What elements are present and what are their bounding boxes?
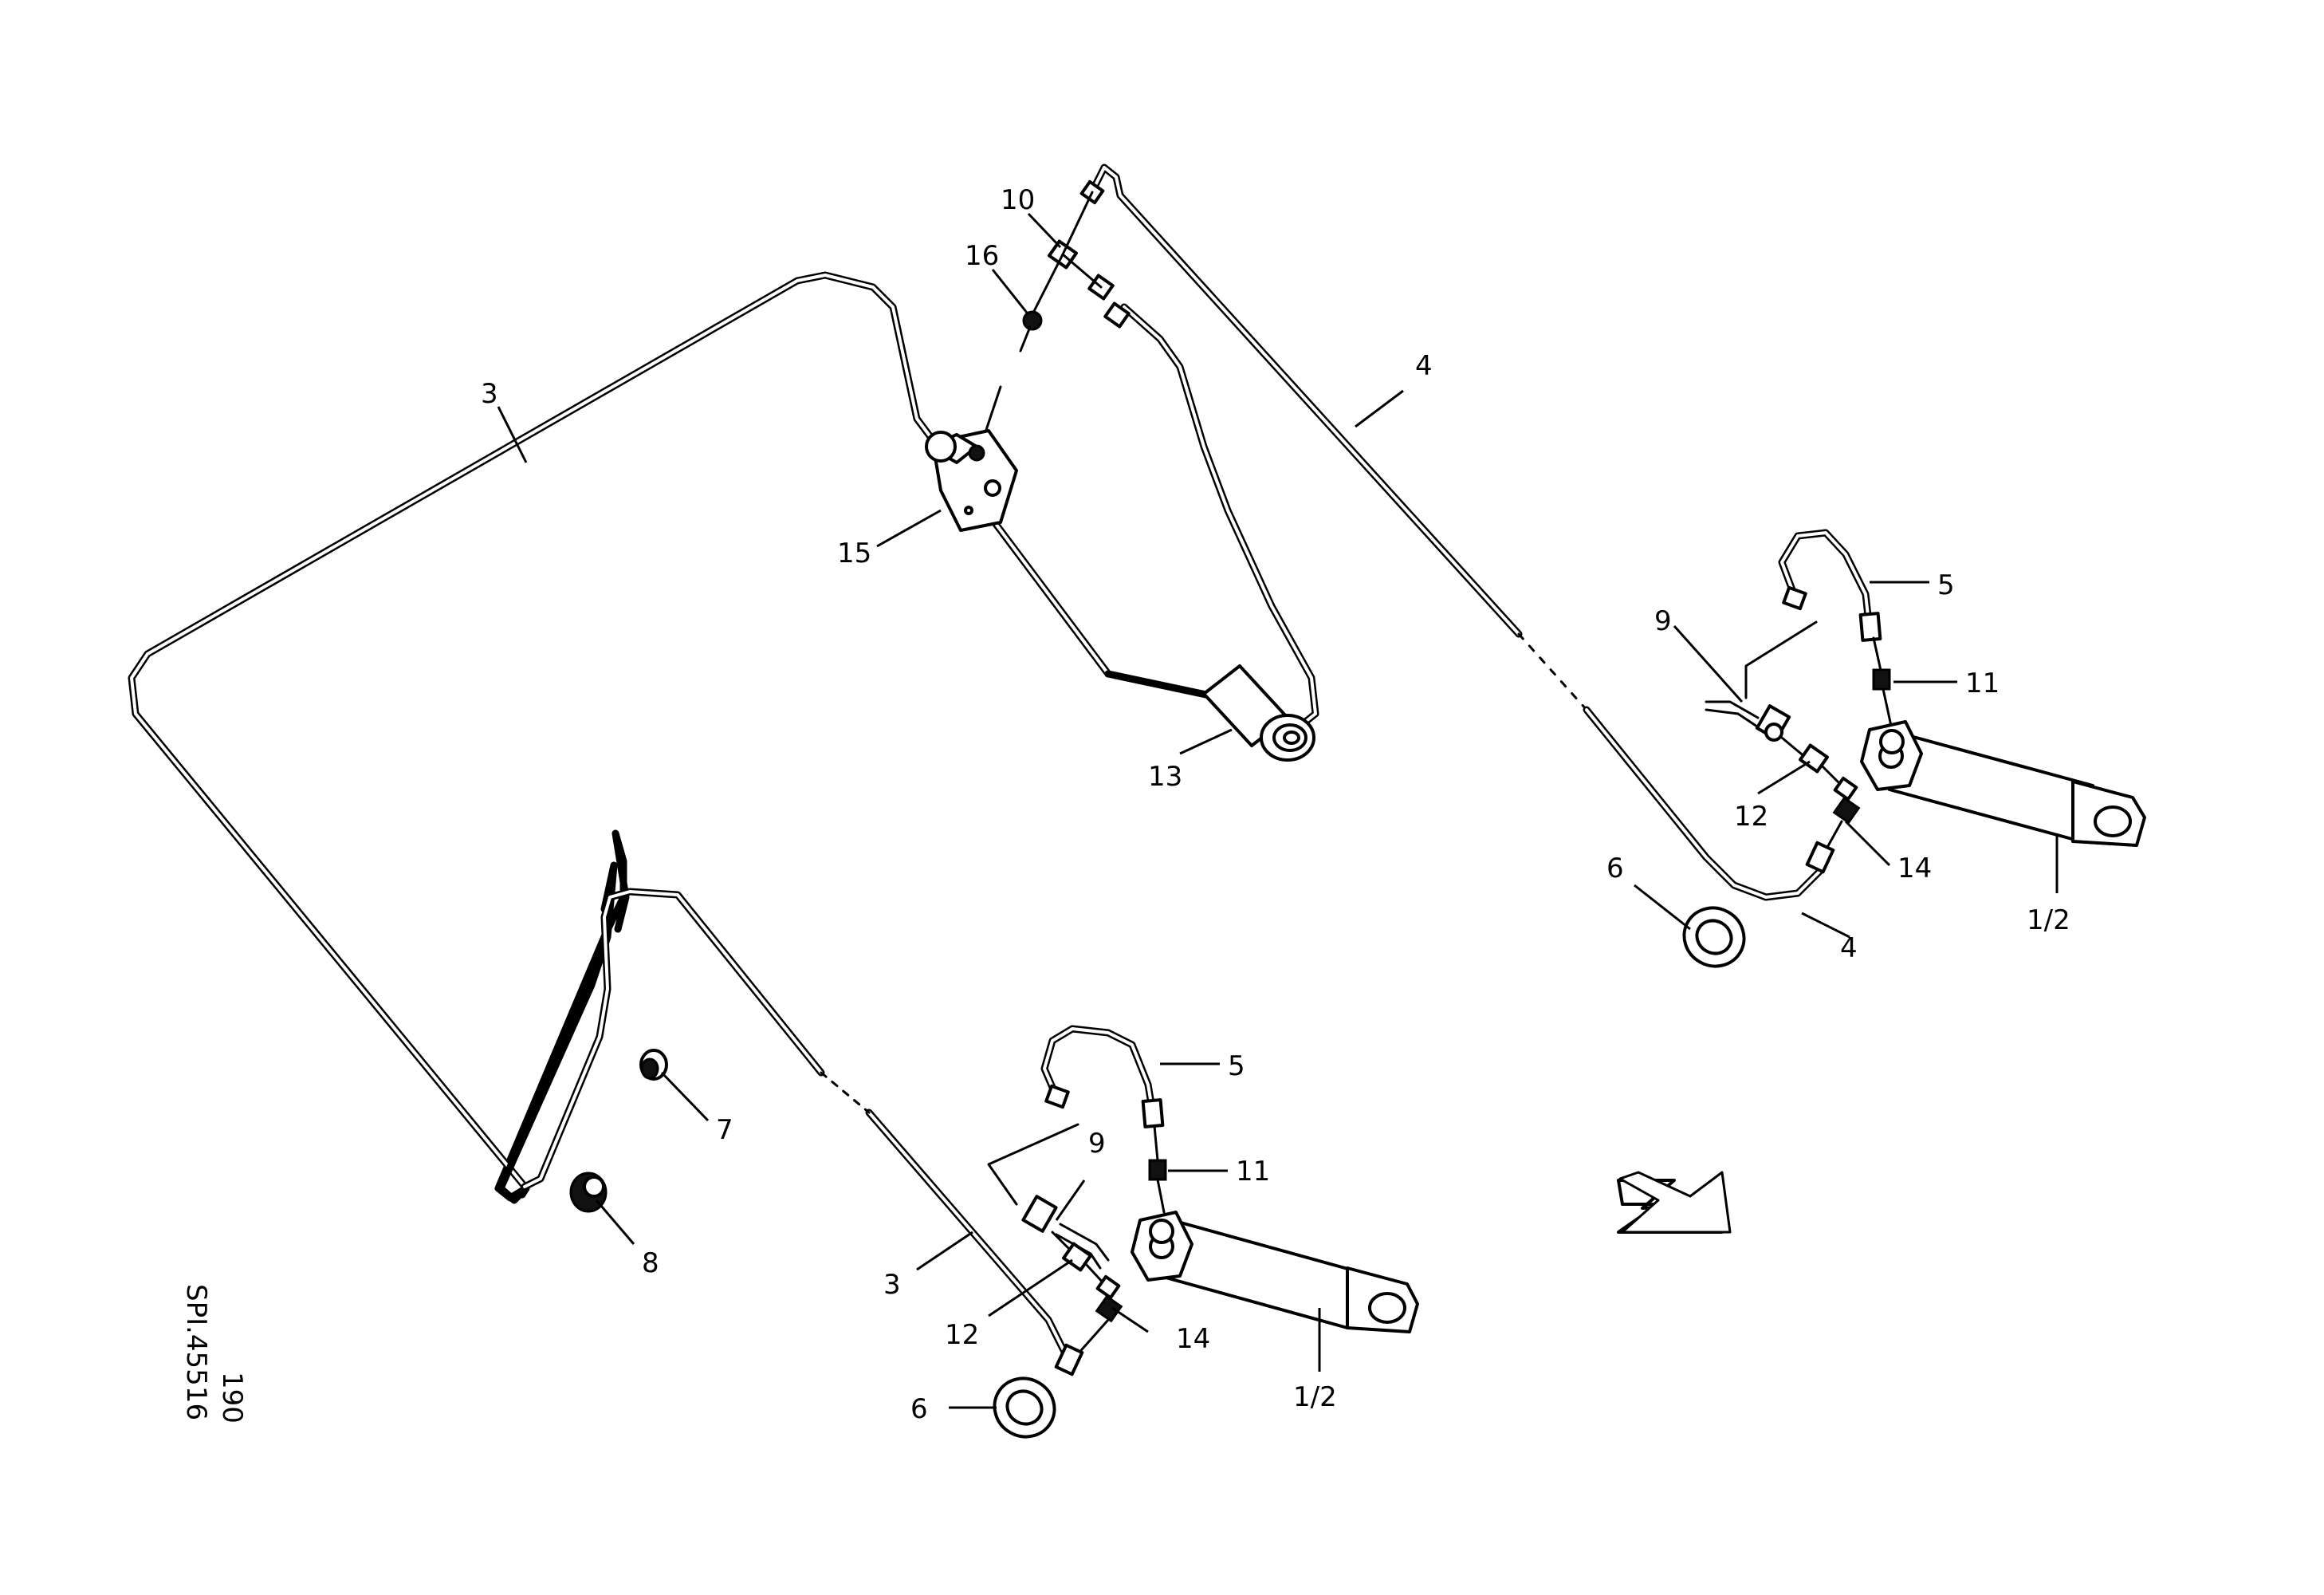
callout-4-upper: 4 xyxy=(1415,350,1433,382)
adapter-11-right xyxy=(1872,668,1891,691)
callout-12-right: 12 xyxy=(1734,801,1768,833)
callout-11-right: 11 xyxy=(1965,668,2000,699)
callout-14-right: 14 xyxy=(1897,853,1932,884)
tube-to-accumulator xyxy=(1104,303,1319,734)
union-12-left xyxy=(1062,1242,1092,1272)
callout-3-upper: 3 xyxy=(481,378,498,410)
callout-8: 8 xyxy=(642,1247,659,1279)
callout-3-lower: 3 xyxy=(883,1269,901,1301)
cylinder-1-2-right xyxy=(1860,720,2146,847)
callout-6-left: 6 xyxy=(910,1393,928,1425)
callout-5-left: 5 xyxy=(1228,1050,1245,1082)
callout-1-2-left: 1/2 xyxy=(1293,1381,1337,1413)
cylinder-1-2-left xyxy=(1131,1211,1419,1333)
valve-block-15 xyxy=(925,429,1018,532)
direction-of-travel-arrow-icon xyxy=(1617,1171,1732,1234)
drawing-reference-code-text: SPI.45516 xyxy=(180,1284,212,1420)
callout-9-right: 9 xyxy=(1654,605,1672,637)
adapter-11-left xyxy=(1148,1159,1167,1181)
elbow-14-left xyxy=(1095,1274,1123,1323)
callout-9-left: 9 xyxy=(1088,1128,1106,1160)
callout-labels: 10 16 3 4 15 13 9 5 11 12 14 6 4 1/2 5 9… xyxy=(481,184,2070,1425)
callout-12-left: 12 xyxy=(945,1319,979,1351)
tube-3-lower xyxy=(521,888,1072,1364)
callout-15: 15 xyxy=(837,538,871,569)
elbow-14-right xyxy=(1832,776,1861,825)
seal-ring-6-right xyxy=(1682,906,1746,968)
nut-16 xyxy=(1022,310,1043,331)
hose-5-left xyxy=(1040,1025,1165,1128)
callout-5-right: 5 xyxy=(1937,569,1955,601)
callout-1-2-right: 1/2 xyxy=(2027,904,2070,936)
drawing-reference: 190 xyxy=(216,1372,248,1424)
distributor-10 xyxy=(1028,179,1131,329)
tube-3-loop xyxy=(128,271,1112,1204)
tube-4 xyxy=(1088,163,1826,901)
callout-7: 7 xyxy=(716,1114,733,1146)
callout-6-right: 6 xyxy=(1606,853,1624,884)
callout-11-left: 11 xyxy=(1236,1156,1270,1187)
drawing-number: 190 xyxy=(216,1372,248,1424)
callout-10: 10 xyxy=(1001,184,1035,216)
callout-14-left: 14 xyxy=(1176,1323,1210,1355)
accumulator-13 xyxy=(1202,664,1315,762)
callout-13: 13 xyxy=(1148,761,1182,793)
leader-lines xyxy=(497,212,2059,1409)
hose-5-right xyxy=(1778,529,1882,642)
callout-4-lower: 4 xyxy=(1840,932,1858,964)
drawing-reference-code: SPI.45516 xyxy=(180,1284,212,1420)
grommet-7 xyxy=(639,1049,668,1081)
union-12-right xyxy=(1799,743,1829,774)
tee-9-right xyxy=(1705,700,1791,742)
callout-16: 16 xyxy=(965,240,999,272)
seal-ring-6-left xyxy=(993,1376,1056,1439)
tee-9-left xyxy=(1021,1195,1110,1270)
